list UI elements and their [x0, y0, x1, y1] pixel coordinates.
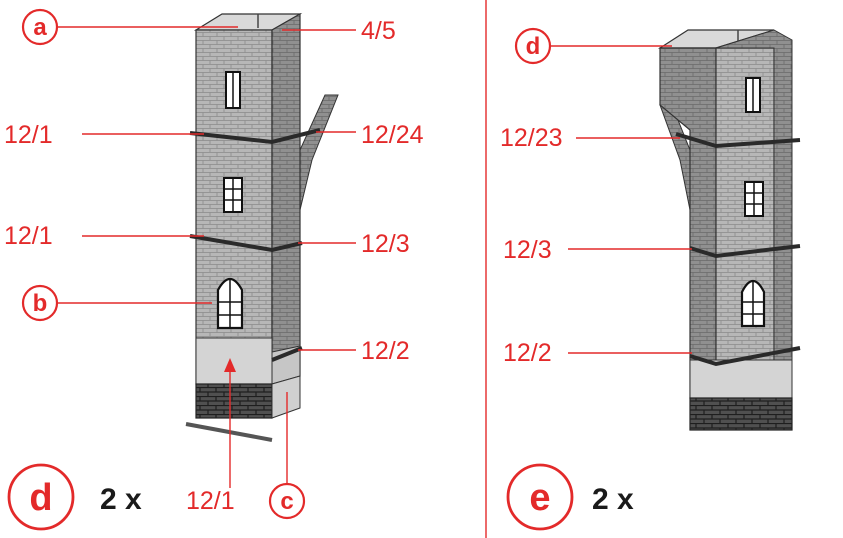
label-12-24: 12/24 — [361, 121, 424, 149]
ledge-middle — [689, 244, 801, 259]
step-e-quantity: 2 x — [592, 483, 634, 516]
label-12-23: 12/23 — [500, 124, 563, 152]
step-e-circle — [506, 463, 574, 531]
step-e-letter: e — [529, 477, 550, 519]
plinth-band — [195, 337, 273, 385]
step-d-letter: d — [29, 477, 52, 519]
label-12-3: 12/3 — [503, 236, 552, 264]
loose-strip-part — [185, 422, 273, 442]
step-d-circle — [7, 463, 75, 531]
label-4-5: 4/5 — [361, 17, 396, 45]
label-12-1-upper: 12/1 — [4, 121, 53, 149]
panel-e-callouts: d 12/23 12/3 12/2 e 2 x — [500, 27, 692, 531]
marker-a-circle — [21, 8, 59, 46]
ledge-lower — [689, 346, 801, 367]
tower-side-face — [659, 47, 717, 399]
label-12-2: 12/2 — [503, 339, 552, 367]
tower-side-face — [271, 12, 301, 385]
label-12-1-bottom: 12/1 — [186, 487, 235, 515]
marker-b-letter: b — [33, 290, 48, 317]
label-12-2: 12/2 — [361, 337, 410, 365]
panel-d-callouts: a 4/5 12/1 12/24 12/1 12/3 b 12/2 12/1 c — [4, 8, 424, 531]
tower-base — [195, 383, 273, 419]
step-d-quantity: 2 x — [100, 483, 142, 516]
plinth-band — [689, 359, 793, 399]
marker-c-circle — [268, 482, 306, 520]
arrow-head — [224, 358, 236, 372]
ledge-upper — [675, 132, 801, 149]
marker-b-circle — [21, 284, 59, 322]
tower-drawing-right — [657, 29, 801, 431]
marker-d-letter: d — [526, 33, 541, 60]
ledge-middle — [189, 234, 303, 253]
ledge-upper — [189, 128, 321, 145]
tower-base — [689, 397, 793, 431]
tower-drawing-left — [185, 12, 339, 442]
ledge-lower — [271, 346, 303, 362]
marker-a-letter: a — [33, 14, 47, 41]
marker-d-circle — [514, 27, 552, 65]
label-12-1-middle: 12/1 — [4, 222, 53, 250]
marker-c-letter: c — [280, 488, 293, 515]
label-12-3: 12/3 — [361, 230, 410, 258]
